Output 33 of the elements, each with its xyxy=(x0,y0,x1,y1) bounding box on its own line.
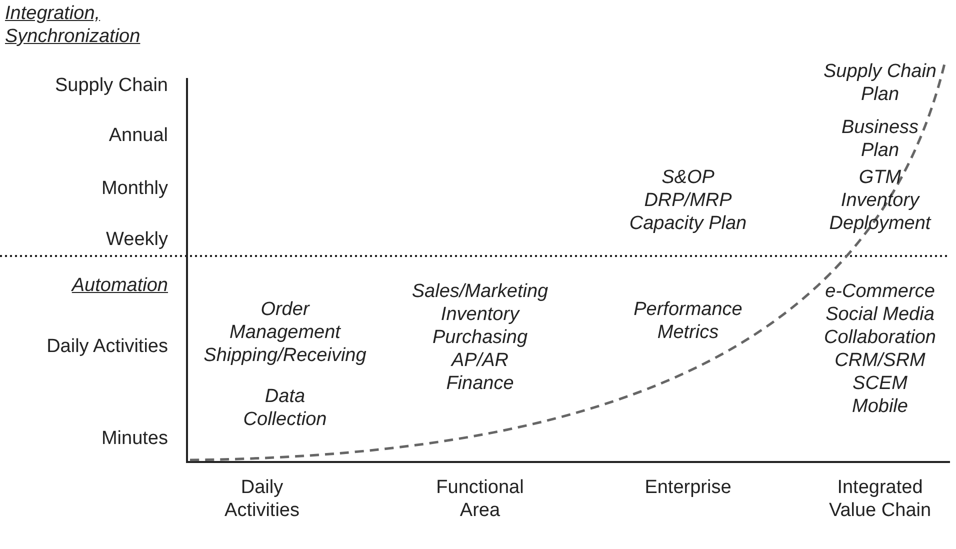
y-axis-title: Integration, Synchronization xyxy=(5,2,142,48)
activity-label: Business Plan xyxy=(840,116,920,162)
activity-label: Collaboration xyxy=(823,326,937,349)
tick-label: Daily Activities xyxy=(46,335,168,358)
activity-label: Capacity Plan xyxy=(628,212,748,235)
activity-label: Finance xyxy=(445,372,515,395)
activity-label: e-Commerce xyxy=(824,280,936,303)
category-label: Integrated Value Chain xyxy=(828,476,932,522)
activity-label: SCEM xyxy=(852,372,908,395)
activity-label: GTM Inventory Deployment xyxy=(828,166,932,235)
section-label: Automation xyxy=(70,274,168,297)
category-label: Functional Area xyxy=(435,476,525,522)
tick-label: Supply Chain xyxy=(54,74,168,97)
activity-label: Order Management xyxy=(228,298,342,344)
category-label: Enterprise xyxy=(644,476,732,499)
activity-label: Inventory xyxy=(440,303,521,326)
tick-label: Monthly xyxy=(100,177,168,200)
activity-label: Mobile xyxy=(851,395,909,418)
activity-label: Performance Metrics xyxy=(632,298,744,344)
activity-label: Social Media xyxy=(824,303,936,326)
activity-label: S&OP xyxy=(660,166,716,189)
activity-label: CRM/SRM xyxy=(834,349,926,372)
activity-label: Data Collection xyxy=(242,385,328,431)
category-label: Daily Activities xyxy=(224,476,300,522)
activity-label: AP/AR xyxy=(450,349,510,372)
tick-label: Weekly xyxy=(105,228,168,251)
tick-label: Minutes xyxy=(100,427,168,450)
activity-label: Sales/Marketing xyxy=(410,280,550,303)
activity-label: Purchasing xyxy=(431,326,529,349)
activity-label: Shipping/Receiving xyxy=(202,344,368,367)
tick-label: Annual xyxy=(108,124,168,147)
activity-label: DRP/MRP xyxy=(643,189,733,212)
activity-label: Supply Chain Plan xyxy=(822,60,938,106)
